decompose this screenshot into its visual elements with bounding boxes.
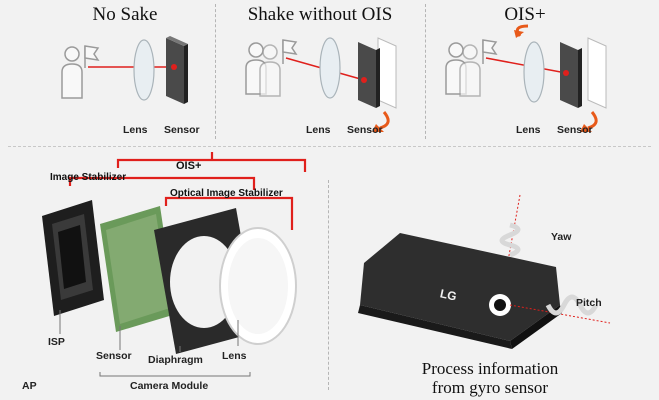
ois-plus-label: OIS+ — [176, 160, 202, 172]
sensor-label-3: Sensor — [557, 124, 593, 136]
sensor-icon — [560, 37, 607, 109]
sensor-label-module: Sensor — [96, 350, 132, 362]
image-stabilizer-bracket — [68, 176, 256, 190]
no-shake-diagram — [61, 36, 188, 104]
panel-title-shake: Shake without OIS — [247, 4, 393, 25]
shake-arrow-icon — [587, 111, 598, 130]
isp-label: ISP — [48, 336, 65, 348]
person-icon — [445, 39, 498, 97]
optical-bracket — [164, 196, 294, 230]
ois-plus-bracket — [116, 158, 307, 172]
divider-2 — [425, 4, 426, 139]
yaw-rotation-icon — [499, 222, 521, 258]
lens-label-2: Lens — [306, 124, 331, 136]
divider-1 — [215, 4, 216, 139]
caption-line-2: from gyro sensor — [431, 378, 549, 397]
person-icon — [245, 39, 298, 97]
sensor-label-2: Sensor — [347, 124, 383, 136]
ap-label: AP — [22, 380, 37, 392]
sensor-label-1: Sensor — [164, 124, 200, 136]
lens-label-module: Lens — [222, 350, 247, 362]
row-divider — [8, 146, 651, 147]
shake-diagram — [245, 37, 397, 132]
divider-bottom — [328, 180, 329, 390]
camera-module-diagram — [42, 152, 307, 377]
shake-arrow-icon — [379, 111, 390, 130]
phone-caption: Process information from gyro sensor — [390, 359, 590, 397]
lens-icon — [133, 39, 155, 101]
phone-diagram — [358, 194, 611, 349]
diaphragm-label: Diaphragm — [148, 354, 203, 366]
lens-icon — [523, 41, 545, 103]
sensor-icon — [166, 36, 188, 104]
lens-label-3: Lens — [516, 124, 541, 136]
sensor-icon — [358, 37, 397, 109]
pitch-label: Pitch — [576, 297, 602, 309]
panel-title-no-shake: No Sake — [92, 4, 158, 25]
lens-icon — [319, 37, 341, 99]
isp-chip — [42, 200, 104, 316]
caption-line-1: Process information — [421, 359, 559, 378]
ois-diagram — [445, 24, 607, 132]
lens-label-1: Lens — [123, 124, 148, 136]
phone-body — [358, 233, 562, 349]
image-stabilizer-label: Image Stabilizer — [50, 172, 127, 183]
pitch-rotation-icon — [545, 294, 599, 316]
optical-image-stabilizer-label: Optical Image Stabilizer — [170, 188, 283, 199]
panel-title-ois: OIS+ — [504, 4, 546, 25]
yaw-label: Yaw — [551, 231, 572, 243]
person-icon — [61, 45, 100, 99]
camera-module-label: Camera Module — [130, 380, 209, 392]
